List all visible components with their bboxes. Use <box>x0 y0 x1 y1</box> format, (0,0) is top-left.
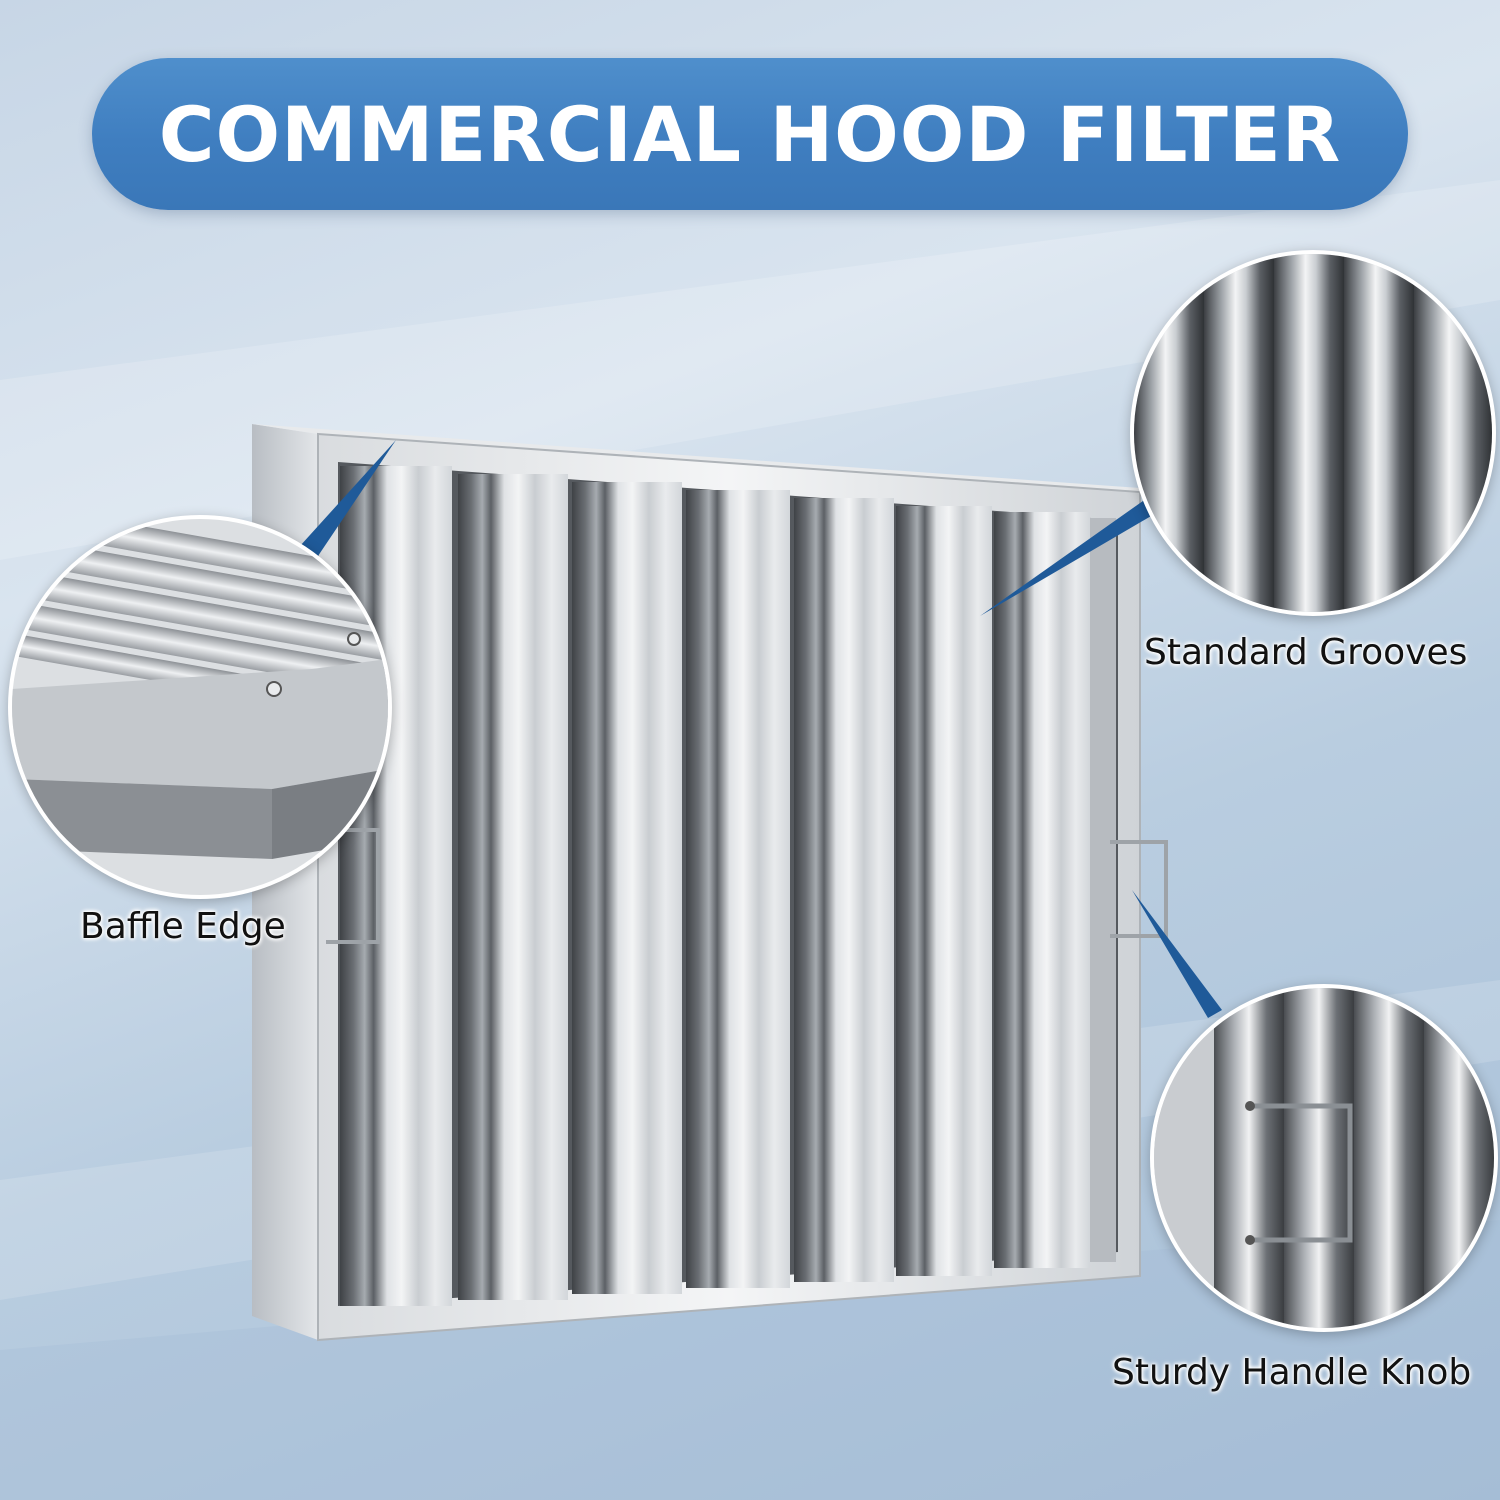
zoom-baffle-edge <box>8 515 392 899</box>
zoom-standard-grooves <box>1130 250 1496 616</box>
label-handle-knob: Sturdy Handle Knob <box>1112 1352 1472 1393</box>
label-baffle-edge: Baffle Edge <box>80 906 286 947</box>
label-standard-grooves: Standard Grooves <box>1144 632 1468 673</box>
handle-right <box>1110 840 1168 938</box>
banner-title: COMMERCIAL HOOD FILTER <box>158 89 1342 179</box>
baffle-channels <box>340 466 1116 1306</box>
pointer-handle <box>1132 890 1222 1018</box>
title-banner: COMMERCIAL HOOD FILTER <box>92 58 1408 210</box>
pointer-baffle-edge <box>300 440 396 556</box>
handle-left <box>326 828 380 944</box>
pointer-grooves <box>980 496 1158 616</box>
zoom-handle-knob <box>1150 984 1498 1332</box>
